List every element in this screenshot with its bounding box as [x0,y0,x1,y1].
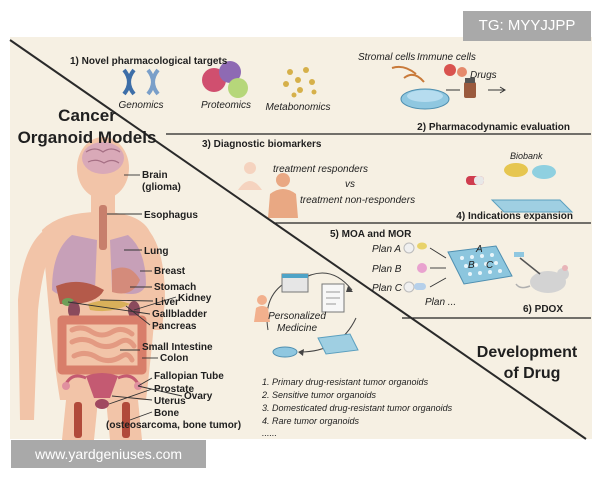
plan-pill-icons [403,242,427,293]
label-non-responders: treatment non-responders [300,195,415,206]
label-responders: treatment responders [273,164,368,175]
organoid-type-1: 1. Primary drug-resistant tumor organoid… [262,377,429,387]
dish-icon [272,346,298,358]
label-genomics: Genomics [118,100,163,111]
plan-arrows [429,247,447,288]
organ-leader-lines [67,174,183,421]
label-well-c: C [486,260,494,271]
sec3-title: 3) Diagnostic biomarkers [202,139,322,150]
label-bone: Bone [154,408,179,419]
section-dividers [166,133,591,319]
pancreas-organ [88,300,130,312]
label-vs: vs [345,179,355,190]
drug-arrows [446,86,506,94]
sec5-title: 5) MOA and MOR [330,229,412,240]
organoid-type-2: 2. Sensitive tumor organoids [261,390,377,400]
label-plan-more: Plan ... [425,297,456,308]
bone-organ [74,402,130,438]
label-well-b: B [468,260,475,271]
clipboard-icon [321,283,345,313]
label-plan-a: Plan A [372,244,401,255]
label-well-a: A [475,244,483,255]
label-proteomics: Proteomics [201,100,251,111]
sec2-title: 2) Pharmacodynamic evaluation [417,122,570,133]
label-ovary: Ovary [184,391,213,402]
label-colon: Colon [160,353,188,364]
colon-organ [57,315,147,375]
label-breast: Breast [154,266,186,277]
small-intestine-organ [69,325,137,364]
biobank-icon [466,163,574,213]
brain-organ [82,142,124,174]
metabonomics-icon [283,67,317,98]
right-title-line2: of Drug [504,365,561,382]
petri-dish-icon [391,64,467,110]
report-icon [281,273,309,293]
label-fallopian-tube: Fallopian Tube [154,371,224,382]
uterus-organ [62,373,142,398]
label-esophagus: Esophagus [144,210,198,221]
label-medicine: Medicine [277,323,317,334]
organoid-type-3: 3. Domesticated drug-resistant tumor org… [262,403,453,413]
label-small-intestine: Small Intestine [142,342,213,353]
label-drugs: Drugs [470,70,497,81]
label-personalized: Personalized [268,311,326,322]
label-metabonomics: Metabonomics [265,102,330,113]
label-plan-c: Plan C [372,283,403,294]
person-icon [254,295,270,322]
label-brain: Brain [142,170,168,181]
label-stomach: Stomach [154,282,196,293]
label-prostate: Prostate [154,384,194,395]
patient-icons [238,162,298,218]
label-biobank: Biobank [510,151,543,161]
sec1-title: 1) Novel pharmacological targets [70,56,228,67]
sec6-title: 6) PDOX [523,304,563,315]
watermark-top: TG: MYYJJPP [463,11,591,41]
genomics-icon [122,68,160,96]
label-stromal-cells: Stromal cells [358,52,415,63]
right-title-line1: Development [477,344,578,361]
label-plan-b: Plan B [372,264,402,275]
esophagus-organ [99,205,107,250]
label-liver: Liver [155,297,179,308]
label-brain-sub: (glioma) [142,182,181,193]
label-immune-cells: Immune cells [417,52,476,63]
mouse-icon [514,252,569,293]
label-lung: Lung [144,246,168,257]
plate-icon [317,333,359,355]
sec4-title: 4) Indications expansion [456,211,573,222]
prostate-organ [95,399,109,409]
label-bone-sub: (osteosarcoma, bone tumor) [106,420,241,431]
label-gallbladder: Gallbladder [152,309,207,320]
label-pancreas: Pancreas [152,321,197,332]
organoid-type-4: 4. Rare tumor organoids [262,416,360,426]
label-uterus: Uterus [154,396,186,407]
watermark-bottom: www.yardgeniuses.com [11,440,206,468]
organoid-type-more: ...... [262,428,277,438]
left-title-line1: Cancer [58,106,116,125]
drug-bottle-icon [464,78,476,98]
well-plate-icon [447,245,513,285]
diagonal-divider [9,39,587,440]
left-title-line2: Organoid Models [18,128,157,147]
label-kidney: Kidney [178,293,212,304]
proteomics-icon [202,61,248,98]
